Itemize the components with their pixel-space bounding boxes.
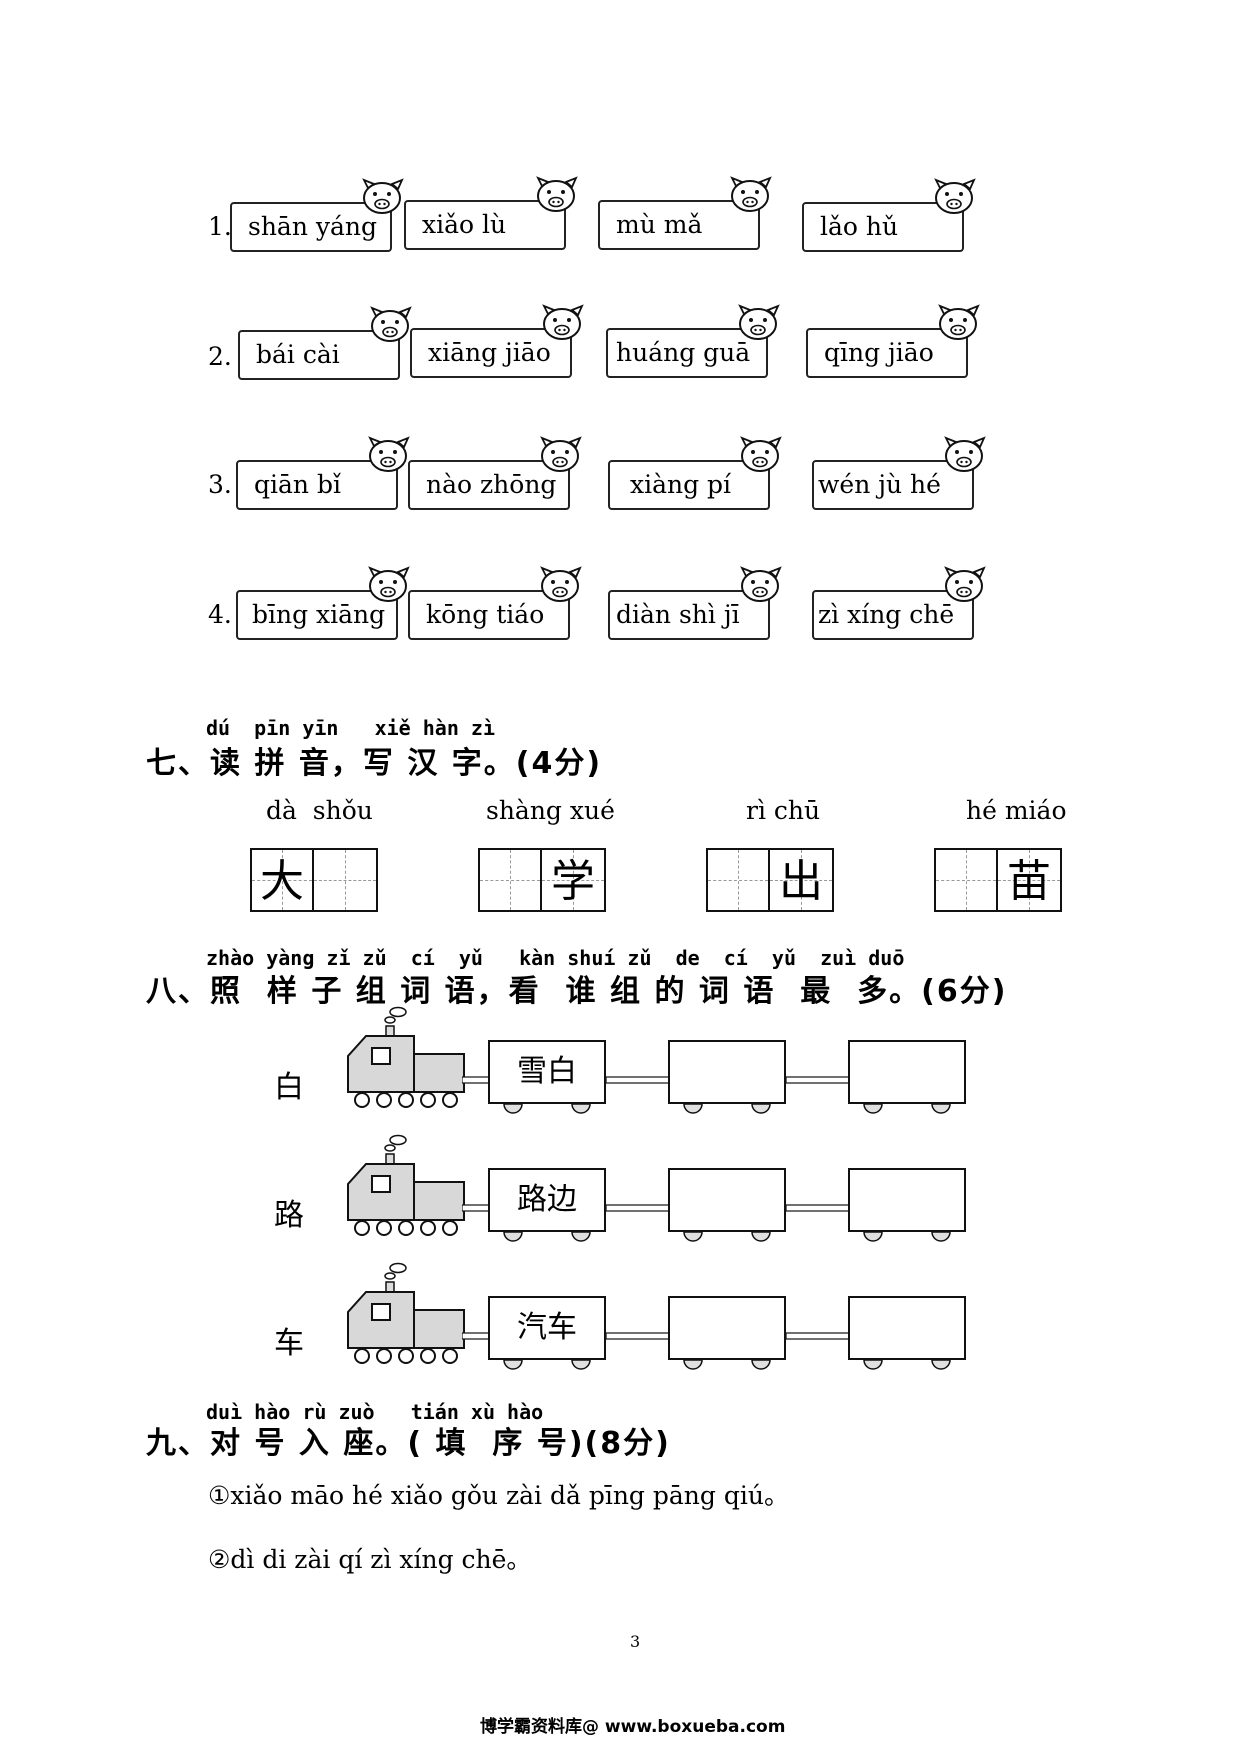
car-wheels xyxy=(503,1360,591,1370)
answer-car xyxy=(848,1296,966,1360)
pig-head-icon xyxy=(938,304,980,340)
word-pinyin: shàng xué xyxy=(486,796,615,825)
car-wheels xyxy=(503,1104,591,1114)
word-pinyin: dà shǒu xyxy=(266,796,373,825)
pig-head-icon xyxy=(370,306,412,342)
tianzige-cell: 出 xyxy=(770,850,832,910)
tianzige-cell: 学 xyxy=(542,850,604,910)
tianzige-cell: 苗 xyxy=(998,850,1060,910)
footer-watermark: 博学霸资料库@ www.boxueba.com xyxy=(480,1717,786,1737)
pinyin-box: lǎo hǔ xyxy=(802,202,964,252)
car-wheels xyxy=(683,1104,771,1114)
given-character: 苗 xyxy=(1007,856,1051,907)
pig-head-icon xyxy=(944,436,986,472)
pig-head-icon xyxy=(934,178,976,214)
pig-head-icon xyxy=(738,304,780,340)
pinyin-box: huáng guā xyxy=(606,328,768,378)
car-wheels xyxy=(863,1232,951,1242)
pig-head-icon xyxy=(740,566,782,602)
pinyin-box: zì xíng chē xyxy=(812,590,974,640)
tianzige-cell xyxy=(314,850,376,910)
pig-head-icon xyxy=(944,566,986,602)
word-pinyin: rì chū xyxy=(746,796,821,825)
given-character: 大 xyxy=(260,856,304,907)
tianzige-box: 苗 xyxy=(934,848,1062,912)
answer-car xyxy=(848,1168,966,1232)
section8-title: 八、照 样 子 组 词 语，看 谁 组 的 词 语 最 多。(6分) xyxy=(146,974,1008,1009)
row-number: 1. xyxy=(208,212,232,241)
tianzige-box: 学 xyxy=(478,848,606,912)
pig-head-icon xyxy=(730,176,772,212)
pinyin-box: xiǎo lù xyxy=(404,200,566,250)
pinyin-box: xiāng jiāo xyxy=(410,328,572,378)
tianzige-cell xyxy=(936,850,998,910)
given-character: 出 xyxy=(779,856,823,907)
answer-car xyxy=(848,1040,966,1104)
answer-car xyxy=(668,1168,786,1232)
section9-pinyin: duì hào rù zuò tián xù hào xyxy=(206,1400,544,1424)
source-character: 白 xyxy=(274,1070,304,1105)
given-character: 学 xyxy=(551,856,595,907)
pig-head-icon xyxy=(362,178,404,214)
section8-pinyin: zhào yàng zǐ zǔ cí yǔ kàn shuí zǔ de cí … xyxy=(206,946,905,970)
section9-title: 九、对 号 入 座。( 填 序 号)(8分) xyxy=(146,1426,671,1461)
source-character: 路 xyxy=(274,1198,304,1233)
tianzige-cell: 大 xyxy=(252,850,314,910)
answer-car xyxy=(668,1040,786,1104)
pinyin-box: wén jù hé xyxy=(812,460,974,510)
pig-head-icon xyxy=(540,566,582,602)
row-number: 3. xyxy=(208,470,232,499)
tianzige-cell xyxy=(708,850,770,910)
pinyin-box: bái cài xyxy=(238,330,400,380)
word-pinyin: hé miáo xyxy=(966,796,1067,825)
row-number: 4. xyxy=(208,600,232,629)
pig-head-icon xyxy=(540,436,582,472)
locomotive-icon xyxy=(347,1134,465,1236)
source-character: 车 xyxy=(274,1326,304,1361)
pig-head-icon xyxy=(368,436,410,472)
example-word-car: 汽车 xyxy=(488,1296,606,1360)
example-word-car: 雪白 xyxy=(488,1040,606,1104)
tianzige-box: 大 xyxy=(250,848,378,912)
pinyin-box: diàn shì jī xyxy=(608,590,770,640)
pig-head-icon xyxy=(368,566,410,602)
locomotive-icon xyxy=(347,1262,465,1364)
pinyin-box: qīng jiāo xyxy=(806,328,968,378)
answer-car xyxy=(668,1296,786,1360)
section7-pinyin: dú pīn yīn xiě hàn zì xyxy=(206,716,495,740)
pinyin-box: shān yáng xyxy=(230,202,392,252)
tianzige-cell xyxy=(480,850,542,910)
pinyin-box: mù mǎ xyxy=(598,200,760,250)
car-wheels xyxy=(683,1232,771,1242)
pinyin-box: nào zhōng xyxy=(408,460,570,510)
sentence-1: ①xiǎo māo hé xiǎo gǒu zài dǎ pīng pāng q… xyxy=(208,1481,789,1510)
car-wheels xyxy=(863,1104,951,1114)
pig-head-icon xyxy=(536,176,578,212)
pinyin-box: xiàng pí xyxy=(608,460,770,510)
car-wheels xyxy=(863,1360,951,1370)
pig-head-icon xyxy=(542,304,584,340)
pig-head-icon xyxy=(740,436,782,472)
page-number: 3 xyxy=(630,1632,641,1651)
pinyin-box: kōng tiáo xyxy=(408,590,570,640)
section7-title: 七、读 拼 音，写 汉 字。(4分) xyxy=(146,746,603,781)
car-wheels xyxy=(683,1360,771,1370)
pinyin-box: bīng xiāng xyxy=(236,590,398,640)
example-word-car: 路边 xyxy=(488,1168,606,1232)
locomotive-icon xyxy=(347,1006,465,1108)
tianzige-box: 出 xyxy=(706,848,834,912)
car-wheels xyxy=(503,1232,591,1242)
pinyin-box: qiān bǐ xyxy=(236,460,398,510)
row-number: 2. xyxy=(208,342,232,371)
sentence-2: ②dì di zài qí zì xíng chē。 xyxy=(208,1545,532,1574)
